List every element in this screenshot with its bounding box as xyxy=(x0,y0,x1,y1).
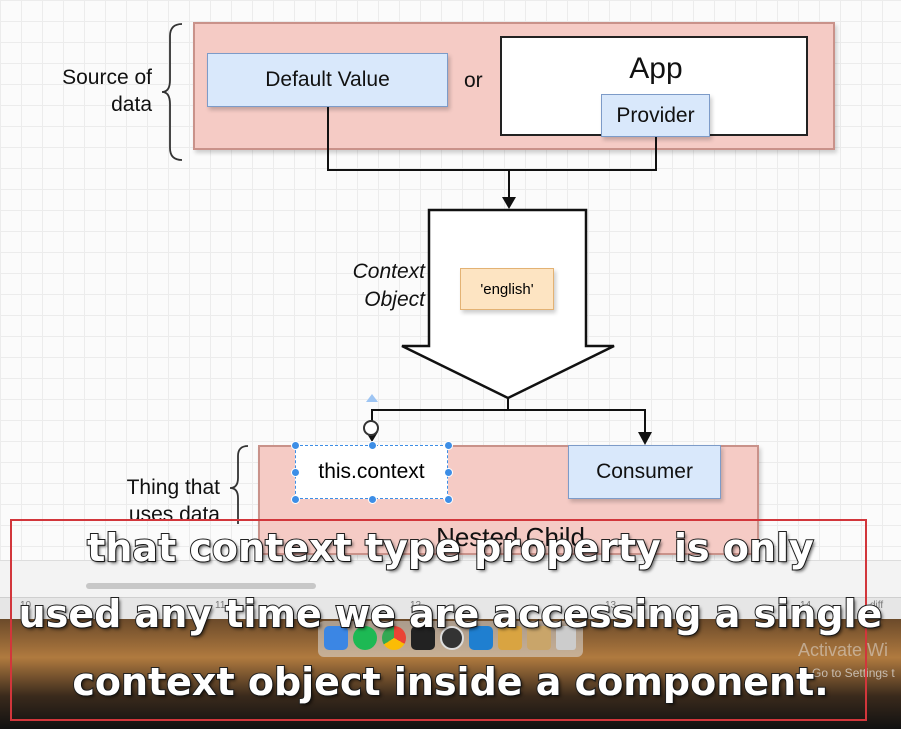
vscode-icon[interactable] xyxy=(469,626,493,650)
finder-icon[interactable] xyxy=(324,626,348,650)
horizontal-scrollbar[interactable] xyxy=(86,583,316,589)
selection-handle[interactable] xyxy=(368,495,377,504)
rotate-handle-icon[interactable] xyxy=(363,420,379,436)
ruler-tick: 14 xyxy=(800,600,812,611)
this-context-box[interactable]: this.context xyxy=(295,445,448,499)
consumer-label: Consumer xyxy=(596,460,693,483)
folder-icon[interactable] xyxy=(498,626,522,650)
ruler-tick: 12 xyxy=(410,600,422,611)
english-value-box[interactable]: 'english' xyxy=(460,268,554,310)
or-label: or xyxy=(464,69,483,92)
package-icon[interactable] xyxy=(527,626,551,650)
selection-handle[interactable] xyxy=(444,441,453,450)
default-value-box[interactable]: Default Value xyxy=(207,53,448,107)
terminal-icon[interactable] xyxy=(411,626,435,650)
source-brace xyxy=(161,23,183,161)
subtitle-line: used any time we are accessing a single xyxy=(18,591,884,637)
diff-label: diff xyxy=(870,600,884,611)
consumer-box[interactable]: Consumer xyxy=(568,445,721,499)
default-value-label: Default Value xyxy=(265,68,390,91)
subtitle-frame xyxy=(10,519,867,721)
context-object-label: Context Object xyxy=(352,260,425,311)
selection-handle[interactable] xyxy=(291,468,300,477)
selection-handle[interactable] xyxy=(291,441,300,450)
this-context-label: this.context xyxy=(318,460,425,483)
ruler-tick: 10 xyxy=(20,600,32,611)
subtitle-line: context object inside a component. xyxy=(71,659,829,705)
provider-box[interactable]: Provider xyxy=(601,94,710,137)
activate-windows-hint: Go to Settings t xyxy=(812,666,895,680)
obs-icon[interactable] xyxy=(440,626,464,650)
english-value-label: 'english' xyxy=(480,280,534,298)
selection-handle[interactable] xyxy=(444,468,453,477)
connection-arrow-icon[interactable] xyxy=(366,394,378,406)
app-label: App xyxy=(629,52,683,85)
thing-brace xyxy=(229,445,249,524)
selection-handle[interactable] xyxy=(444,495,453,504)
selection-handle[interactable] xyxy=(368,441,377,450)
ruler-strip xyxy=(0,597,901,620)
provider-label: Provider xyxy=(616,103,695,127)
trash-icon[interactable] xyxy=(556,626,576,650)
subtitle-line: that context type property is only xyxy=(86,525,815,571)
ruler-tick: 13 xyxy=(605,600,617,611)
ruler-tick: 11 xyxy=(215,600,226,611)
chrome-icon[interactable] xyxy=(382,626,406,650)
selection-handle[interactable] xyxy=(291,495,300,504)
nested-child-label: Nested Child xyxy=(436,522,585,552)
source-of-data-label: Source of data xyxy=(62,66,152,116)
spotify-icon[interactable] xyxy=(353,626,377,650)
